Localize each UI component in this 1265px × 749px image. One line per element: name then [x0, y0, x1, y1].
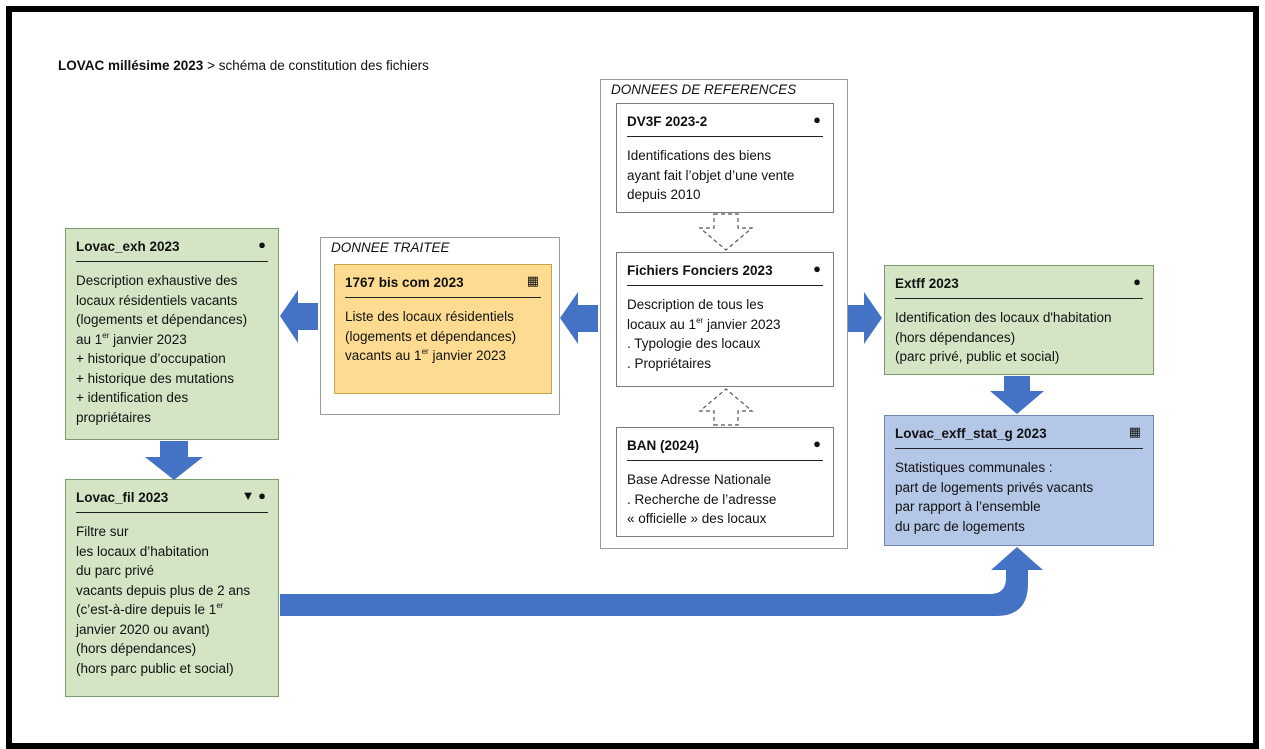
arrow-down-to-stat — [990, 376, 1044, 414]
box-line: du parc de logements — [895, 518, 1025, 534]
box-line: + historique d’occupation — [76, 351, 226, 366]
box-title: 1767 bis com 2023 — [345, 275, 464, 290]
arrow-left-to-lovac-exh — [280, 290, 318, 343]
box-line: . Propriétaires — [627, 355, 712, 371]
arrow-dashed-ban-to-ff — [698, 388, 754, 426]
arrow-left-to-bis-com — [560, 292, 598, 344]
box-line: les locaux d’habitation — [76, 543, 209, 559]
box-title: Extff 2023 — [895, 276, 959, 291]
group-label-traitee: DONNEE TRAITEE — [331, 240, 450, 255]
grid-icon: ▦ — [1128, 424, 1141, 439]
box-title: Lovac_exff_stat_g 2023 — [895, 426, 1047, 441]
box-lovac-exff-stat-g: Lovac_exff_stat_g 2023 ▦ Statistiques com… — [884, 415, 1154, 546]
box-line: Description exhaustive des — [76, 273, 238, 288]
box-title: BAN (2024) — [627, 438, 700, 453]
filter-icon: ▼ — [241, 488, 255, 503]
box-line: locaux résidentiels vacants — [76, 292, 238, 308]
box-line: Base Adresse Nationale — [627, 472, 772, 487]
pin-icon: ● — [813, 112, 821, 127]
box-line: propriétaires — [76, 409, 152, 425]
box-title: Fichiers Fonciers 2023 — [627, 263, 773, 278]
box-lovac-fil: Lovac_fil 2023 ▼ ● Filtre sur les locaux … — [65, 479, 279, 697]
group-label-references: DONNEES DE REFERENCES — [611, 82, 797, 97]
box-line: . Recherche de l’adresse — [627, 491, 777, 507]
box-line: part de logements privés vacants — [895, 479, 1094, 495]
arrow-right-to-extff — [848, 292, 882, 344]
box-line: Description de tous les — [627, 297, 764, 312]
box-extff: Extff 2023 ● Identification des locaux d'… — [884, 265, 1154, 375]
pin-icon: ● — [1133, 274, 1141, 289]
box-line: du parc privé — [76, 563, 155, 578]
box-line: Identifications des biens — [627, 148, 772, 163]
box-line: vacants au 1er janvier 2023 — [345, 347, 506, 364]
filter-pin-icons: ▼ ● — [242, 488, 266, 503]
box-line: (hors dépendances) — [895, 329, 1016, 345]
box-line: + identification des — [76, 390, 189, 405]
grid-icon: ▦ — [526, 273, 539, 288]
diagram-title: LOVAC millésime 2023 > schéma de constit… — [58, 58, 429, 73]
box-title: Lovac_fil 2023 — [76, 490, 169, 505]
box-line: janvier 2020 ou avant) — [76, 621, 210, 637]
box-title: DV3F 2023-2 — [627, 114, 708, 129]
box-line: Statistiques communales : — [895, 460, 1053, 475]
box-line: par rapport à l’ensemble — [895, 499, 1041, 514]
box-lovac-exh: Lovac_exh 2023 ● Description exhaustive d… — [65, 228, 279, 440]
box-line: (parc privé, public et social) — [895, 349, 1060, 364]
arrow-down-to-lovac-fil — [145, 441, 203, 480]
box-line: Filtre sur — [76, 524, 129, 539]
box-line: locaux au 1er janvier 2023 — [627, 315, 781, 332]
title-bold: LOVAC millésime 2023 — [58, 58, 204, 73]
box-ban: BAN (2024) ● Base Adresse Nationale . Rec… — [616, 427, 834, 537]
box-line: + historique des mutations — [76, 370, 234, 386]
box-line: . Typologie des locaux — [627, 336, 761, 351]
box-line: ayant fait l’objet d’une vente — [627, 167, 795, 183]
box-line: (hors dépendances) — [76, 641, 197, 656]
box-line: Liste des locaux résidentiels — [345, 309, 514, 324]
box-title: Lovac_exh 2023 — [76, 239, 180, 254]
box-line: (logements et dépendances) — [345, 328, 517, 344]
box-line: (logements et dépendances) — [76, 312, 248, 327]
pin-icon: ● — [813, 436, 821, 451]
box-line: (hors parc public et social) — [76, 660, 234, 676]
box-line: Identification des locaux d'habitation — [895, 310, 1112, 325]
box-line: depuis 2010 — [627, 187, 701, 202]
arrow-bent-to-stat — [280, 547, 1043, 616]
pin-icon: ● — [258, 488, 266, 503]
box-line: vacants depuis plus de 2 ans — [76, 582, 251, 598]
box-dv3f: DV3F 2023-2 ● Identifications des biens a… — [616, 103, 834, 213]
box-fichiers-fonciers: Fichiers Fonciers 2023 ● Description de t… — [616, 252, 834, 387]
pin-icon: ● — [813, 261, 821, 276]
box-1767-bis-com: 1767 bis com 2023 ▦ Liste des locaux rési… — [334, 264, 552, 394]
box-line: au 1er janvier 2023 — [76, 330, 187, 347]
box-line: « officielle » des locaux — [627, 511, 767, 526]
arrow-dashed-dv3f-to-ff — [698, 213, 754, 251]
title-rest: > schéma de constitution des fichiers — [203, 58, 429, 73]
box-line: (c’est-à-dire depuis le 1er — [76, 601, 224, 618]
pin-icon: ● — [258, 237, 266, 252]
